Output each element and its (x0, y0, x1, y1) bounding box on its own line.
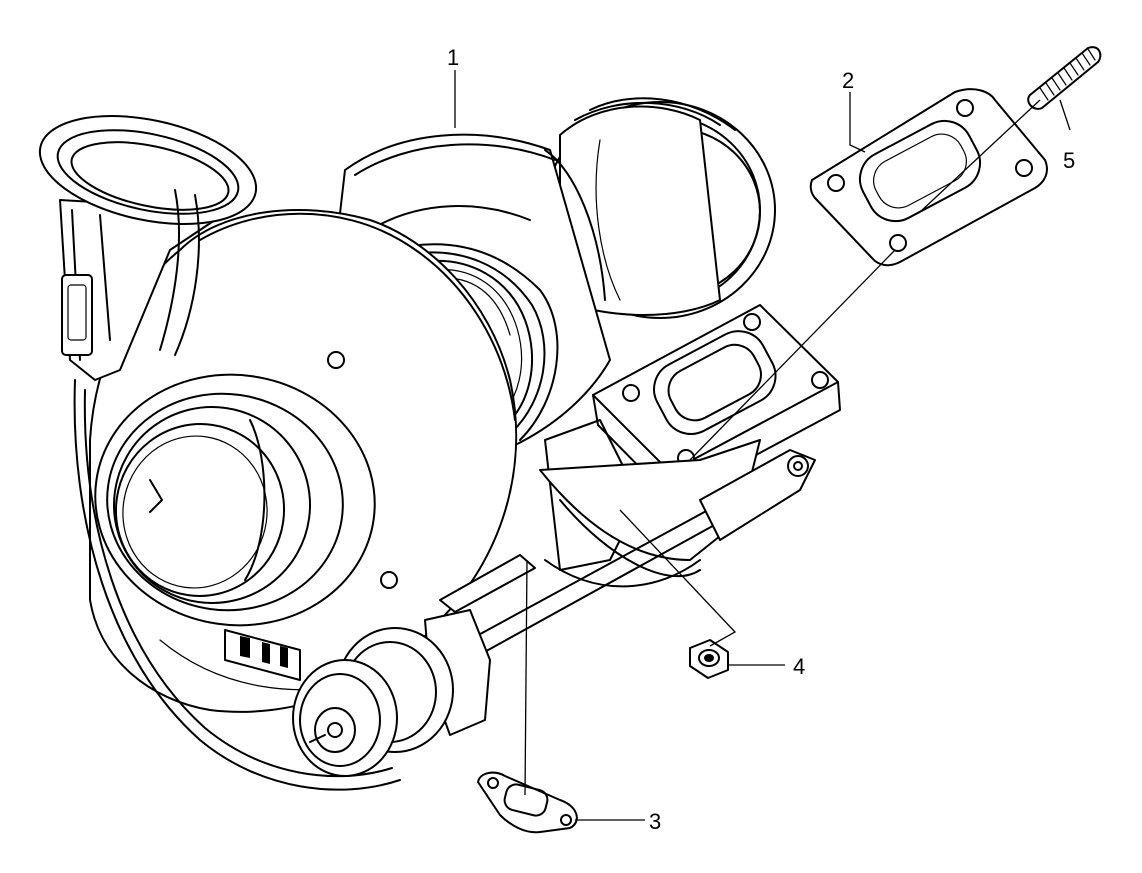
leader-5b (919, 99, 1041, 213)
callout-1: 1 (447, 45, 459, 70)
leader-4b (619, 509, 737, 647)
compressor-inlet (94, 351, 398, 627)
leader-lines (454, 70, 1071, 821)
leader-5 (1059, 99, 1071, 131)
part-2-gasket (809, 88, 1048, 267)
callout-4: 4 (793, 654, 805, 679)
compressor-outlet (38, 115, 258, 381)
leader-2b (689, 249, 896, 461)
part-3-gasket (477, 771, 578, 834)
part-5-stud (1027, 46, 1102, 110)
label-plate (224, 629, 301, 681)
turbine-housing (544, 97, 776, 319)
leader-3b (524, 559, 528, 796)
callouts: 1 2 3 4 5 (447, 45, 1075, 834)
leader-2 (849, 92, 866, 153)
callout-2: 2 (842, 68, 854, 93)
callout-5: 5 (1063, 148, 1075, 173)
wastegate-actuator (292, 449, 816, 777)
callout-3: 3 (649, 809, 661, 834)
part-4-nut (689, 639, 729, 679)
